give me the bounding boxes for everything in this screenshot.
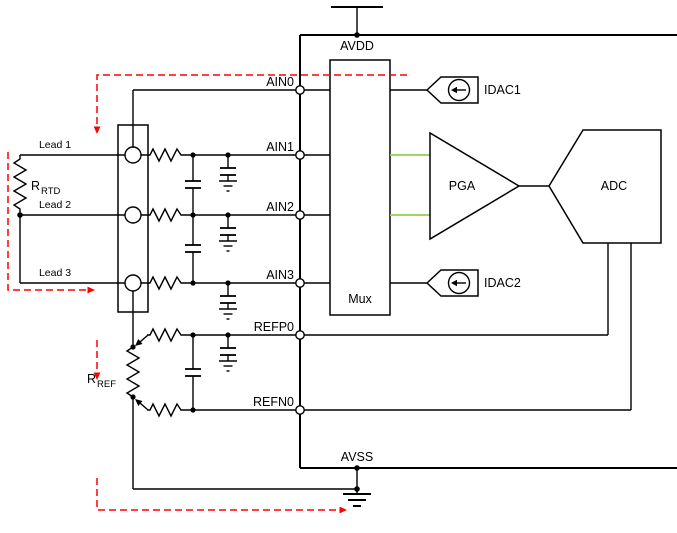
junction-dot xyxy=(190,212,196,218)
ain0-route xyxy=(132,89,296,148)
pin-internal-wires xyxy=(304,89,330,284)
ain3-wire-with-resistor xyxy=(141,275,296,291)
junction-dot xyxy=(225,152,231,158)
current-arrowhead-icon xyxy=(93,372,101,380)
r-ref-subscript: REF xyxy=(97,379,116,390)
pin-refn0 xyxy=(295,405,305,415)
current-arrowhead-icon xyxy=(339,506,347,514)
refn0-pin-label: REFN0 xyxy=(253,395,294,409)
junction-dot xyxy=(17,212,23,218)
terminal-contact-icon xyxy=(124,274,142,292)
lead3-label: Lead 3 xyxy=(39,267,71,279)
adc-chip-outline xyxy=(299,34,677,469)
pga-triangle xyxy=(429,131,521,241)
r-rtd-label: R xyxy=(31,179,40,193)
r-ref-label: R xyxy=(87,372,96,386)
ain2-pin-label: AIN2 xyxy=(266,200,294,214)
idac2-source: IDAC2 xyxy=(390,269,521,297)
ain3-pin-label: AIN3 xyxy=(266,268,294,282)
terminal-contact-icon xyxy=(124,206,142,224)
idac1-label: IDAC1 xyxy=(484,83,521,97)
mux-body xyxy=(329,59,391,316)
pin-ain2 xyxy=(295,210,305,220)
avss-ground: AVSS xyxy=(341,450,373,507)
pin-ain0 xyxy=(295,85,305,95)
chip-pins: AIN0 AIN1 AIN2 AIN3 REFP0 REFN0 xyxy=(253,75,305,415)
refp0-wire-with-resistor xyxy=(147,327,296,343)
adc-body xyxy=(548,129,662,244)
refn0-wire-with-resistor xyxy=(147,402,296,418)
pga-block: PGA xyxy=(429,131,549,241)
rtd-resistor-icon xyxy=(12,155,28,215)
junction-dot xyxy=(190,280,196,286)
lead2-label: Lead 2 xyxy=(39,199,71,211)
ain1-pin-label: AIN1 xyxy=(266,140,294,154)
arrowhead-icon xyxy=(451,86,457,94)
junction-dot xyxy=(130,344,136,350)
junction-dot xyxy=(225,212,231,218)
avdd-supply: AVDD xyxy=(331,6,383,53)
input-filter-network xyxy=(185,152,237,320)
pin-ain1 xyxy=(295,150,305,160)
junction-dot xyxy=(130,394,136,400)
arrowhead-icon xyxy=(451,279,457,287)
junction-dot xyxy=(190,152,196,158)
reference-routing xyxy=(304,243,632,411)
arrowhead-icon xyxy=(135,399,143,406)
current-arrowhead-icon xyxy=(93,126,101,134)
adc-label: ADC xyxy=(601,179,627,193)
idac1-current-path xyxy=(7,74,407,514)
adc-block: ADC xyxy=(548,129,662,244)
ain2-wire-with-resistor xyxy=(141,207,296,223)
junction-dot xyxy=(225,280,231,286)
current-path-segment xyxy=(96,74,407,128)
mux-block: Mux xyxy=(329,59,391,316)
junction-dot xyxy=(190,332,196,338)
current-arrowhead-icon xyxy=(87,286,95,294)
ain1-wire-with-resistor xyxy=(141,147,296,163)
avss-label: AVSS xyxy=(341,450,373,464)
pin-ain3 xyxy=(295,278,305,288)
current-path-segment xyxy=(7,152,88,291)
junction-dot xyxy=(354,32,360,38)
lead1-label: Lead 1 xyxy=(39,139,71,151)
junction-dot xyxy=(190,407,196,413)
pin-refp0 xyxy=(295,330,305,340)
sense-arrow xyxy=(139,334,149,343)
junction-dot xyxy=(225,332,231,338)
sense-arrow xyxy=(139,402,149,411)
current-path-segment xyxy=(96,478,340,511)
input-wires xyxy=(141,147,296,291)
ain0-pin-label: AIN0 xyxy=(266,75,294,89)
idac2-label: IDAC2 xyxy=(484,276,521,290)
pga-label: PGA xyxy=(449,179,476,193)
terminal-contact-icon xyxy=(124,146,142,164)
rref-resistor-icon xyxy=(125,346,141,489)
terminal-block-contacts xyxy=(124,146,142,292)
avdd-label: AVDD xyxy=(340,39,374,53)
r-rtd-subscript: RTD xyxy=(41,186,60,197)
rtd-sensor: Lead 1 Lead 2 Lead 3 R RTD xyxy=(12,139,125,284)
mux-to-pga-signals xyxy=(390,154,430,216)
mux-label: Mux xyxy=(348,292,372,306)
refp0-pin-label: REFP0 xyxy=(254,320,294,334)
arrowhead-icon xyxy=(135,339,143,346)
idac1-source: IDAC1 xyxy=(390,76,521,104)
reference-section: R REF xyxy=(87,291,357,490)
